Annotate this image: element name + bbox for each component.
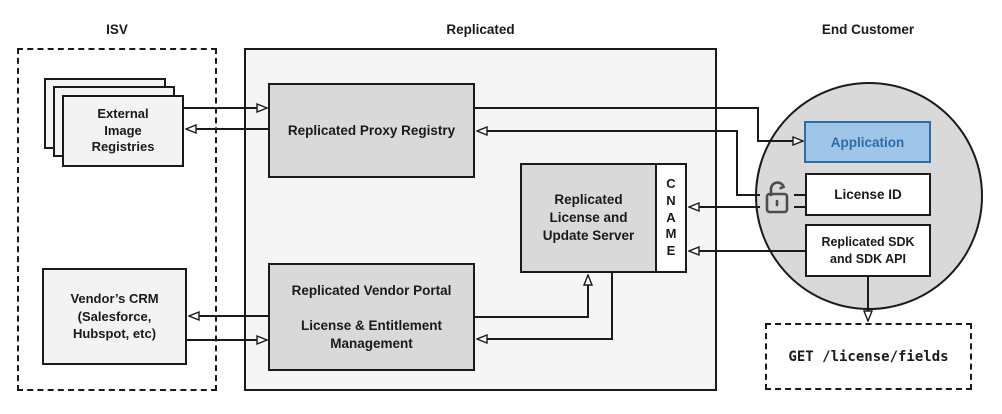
get-license-fields-node: GET /license/fields [765, 323, 972, 390]
application-label: Application [830, 134, 905, 150]
replicated-proxy-registry-label: Replicated Proxy Registry [287, 123, 456, 138]
open-padlock-icon [760, 176, 794, 216]
cname-label: C N A M E [665, 175, 677, 259]
replicated-license-update-server-node: Replicated License and Update Server [520, 163, 657, 273]
arrow-proxy-to-application [475, 107, 802, 141]
vendors-crm-label: Vendor’s CRM (Salesforce, Hubspot, etc) [70, 291, 159, 342]
isv-section-title: ISV [106, 22, 128, 37]
license-id-label: License ID [834, 187, 902, 202]
replicated-vendor-portal-label: Replicated Vendor Portal License & Entit… [291, 282, 452, 351]
replicated-proxy-registry-node: Replicated Proxy Registry [268, 83, 475, 178]
application-node: Application [804, 121, 931, 163]
vendors-crm-node: Vendor’s CRM (Salesforce, Hubspot, etc) [42, 268, 187, 365]
replicated-sdk-node: Replicated SDK and SDK API [805, 224, 931, 277]
replicated-license-update-server-label: Replicated License and Update Server [542, 191, 635, 244]
replicated-vendor-portal-node: Replicated Vendor Portal License & Entit… [268, 263, 475, 371]
end-customer-section-title: End Customer [821, 22, 915, 37]
arrow-update-server-to-portal [478, 273, 613, 339]
open-padlock-glyph [765, 181, 789, 214]
get-license-fields-label: GET /license/fields [788, 348, 949, 365]
cname-node: C N A M E [655, 163, 687, 273]
replicated-sdk-label: Replicated SDK and SDK API [821, 235, 915, 266]
external-image-registries-label: External Image Registries [91, 105, 155, 155]
arrow-portal-to-update-server [475, 276, 588, 318]
external-image-registries-node: External Image Registries [62, 95, 184, 167]
replicated-section-title: Replicated [446, 22, 515, 37]
license-id-node: License ID [805, 173, 931, 216]
